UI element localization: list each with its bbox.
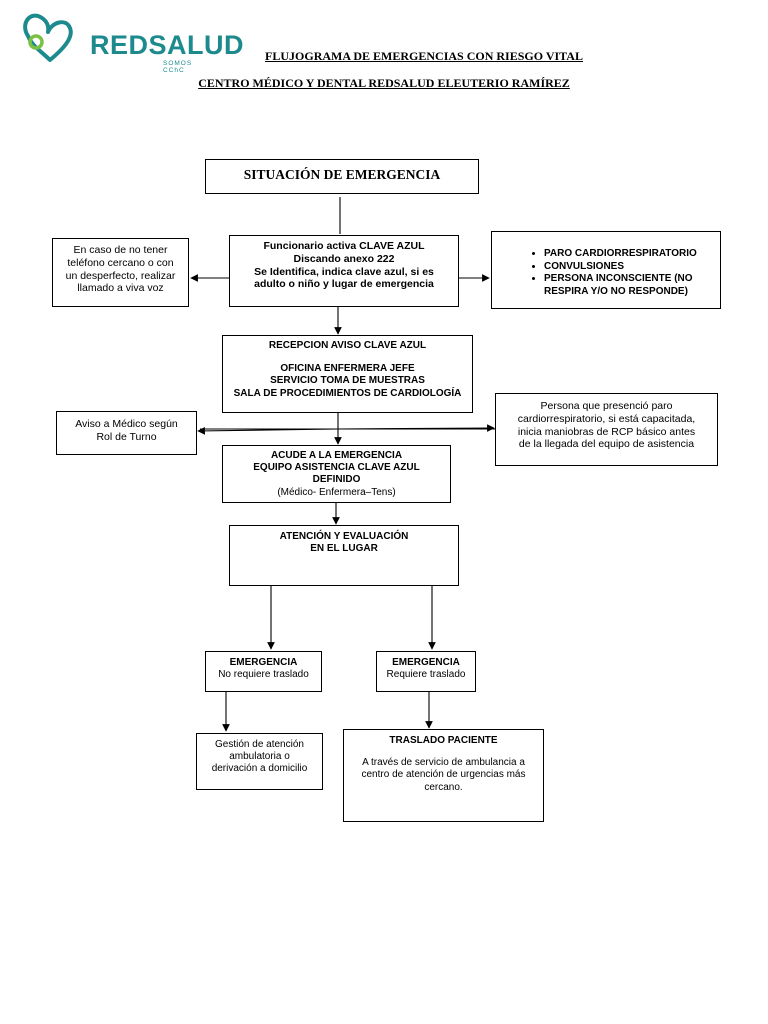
emergencia-no-title: EMERGENCIA [229,657,298,668]
persona-line-1: Persona que presenció paro [540,400,673,412]
condiciones-list: PARO CARDIORRESPIRATORIO CONVULSIONES PE… [492,248,720,298]
node-persona-presencio: Persona que presenció paro cardiorrespir… [495,393,718,466]
recepcion-line-4: SALA DE PROCEDIMIENTOS DE CARDIOLOGÍA [233,387,462,399]
node-gestion-atencion: Gestión de atención ambulatoria o deriva… [196,733,323,790]
atencion-line-2: EN EL LUGAR [310,543,378,555]
node-recepcion-aviso: RECEPCION AVISO CLAVE AZUL OFICINA ENFER… [222,335,473,413]
recepcion-line-1: RECEPCION AVISO CLAVE AZUL [268,340,427,351]
node-traslado-paciente: TRASLADO PACIENTE A través de servicio d… [343,729,544,822]
brand-name: REDSALUD [90,30,245,60]
traslado-line-1: A través de servicio de ambulancia a [362,757,525,769]
node-condiciones: PARO CARDIORRESPIRATORIO CONVULSIONES PE… [491,231,721,309]
persona-line-2: cardiorrespiratorio, si está capacitada, [517,412,696,425]
gestion-line-1: Gestión de atención [215,739,304,750]
node-emergencia-traslado: EMERGENCIA Requiere traslado [376,651,476,692]
condicion-item-3-part-1: PERSONA INCONSCIENTE (NO [544,273,693,284]
recepcion-line-3: SERVICIO TOMA DE MUESTRAS [270,375,425,387]
node-emergencia-no-traslado: EMERGENCIA No requiere traslado [205,651,322,692]
persona-line-3: inicia maniobras de RCP básico antes [517,425,696,438]
arrow-to-persona-presencio [337,424,495,432]
traslado-title: TRASLADO PACIENTE [389,735,498,746]
condicion-item: CONVULSIONES [544,261,720,274]
node-funcionario-activa: Funcionario activa CLAVE AZUL Discando a… [229,235,459,307]
aviso-medico-line-1: Aviso a Médico según [75,418,178,430]
condicion-item-3-part-2: RESPIRA Y/O NO RESPONDE) [544,285,688,297]
node-atencion-evaluacion: ATENCIÓN Y EVALUACIÓN EN EL LUGAR [229,525,459,586]
acude-line-2: EQUIPO ASISTENCIA CLAVE AZUL [253,462,420,474]
emergencia-si-desc: Requiere traslado [386,669,466,681]
condicion-item: PARO CARDIORRESPIRATORIO [544,248,720,261]
sin-telefono-line-4: llamado a viva voz [77,282,164,295]
heart-logo-icon [23,13,73,62]
aviso-medico-line-2: Rol de Turno [96,430,157,443]
persona-line-4: de la llegada del equipo de asistencia [518,438,695,451]
gestion-line-3: derivación a domicilio [211,763,308,775]
atencion-line-1: ATENCIÓN Y EVALUACIÓN [279,531,409,542]
node-sin-telefono: En caso de no tener teléfono cercano o c… [52,238,189,307]
node-situacion-emergencia: SITUACIÓN DE EMERGENCIA [205,159,479,194]
document-subtitle: CENTRO MÉDICO Y DENTAL REDSALUD ELEUTERI… [198,76,570,90]
acude-line-1: ACUDE A LA EMERGENCIA [270,450,403,461]
sin-telefono-line-1: En caso de no tener [73,244,168,256]
funcionario-line-1: Funcionario activa CLAVE AZUL [263,240,425,252]
funcionario-line-2: Discando anexo 222 [293,252,395,265]
emergencia-si-title: EMERGENCIA [392,657,460,668]
node-aviso-medico: Aviso a Médico según Rol de Turno [56,411,197,455]
traslado-line-3: cercano. [424,781,463,793]
emergencia-no-desc: No requiere traslado [218,669,309,681]
acude-line-4: (Médico- Enfermera–Tens) [277,486,396,498]
recepcion-line-2: OFICINA ENFERMERA JEFE [280,363,415,375]
brand-subtitle: SOMOS CChC [163,60,193,74]
sin-telefono-line-3: un desperfecto, realizar [65,269,176,282]
situacion-label: SITUACIÓN DE EMERGENCIA [243,167,441,182]
redsalud-logo: REDSALUD SOMOS CChC [18,8,244,74]
arrow-to-aviso-medico [197,427,339,435]
funcionario-line-3: Se Identifica, indica clave azul, si es [254,265,434,278]
acude-line-3: DEFINIDO [312,474,361,486]
traslado-line-2: centro de atención de urgencias más [361,769,526,781]
funcionario-line-4: adulto o niño y lugar de emergencia [254,278,434,291]
node-acude-emergencia: ACUDE A LA EMERGENCIA EQUIPO ASISTENCIA … [222,445,451,503]
document-title: FLUJOGRAMA DE EMERGENCIAS CON RIESGO VIT… [265,49,583,63]
gestion-line-2: ambulatoria o [229,751,290,763]
sin-telefono-line-2: teléfono cercano o con [67,256,174,269]
